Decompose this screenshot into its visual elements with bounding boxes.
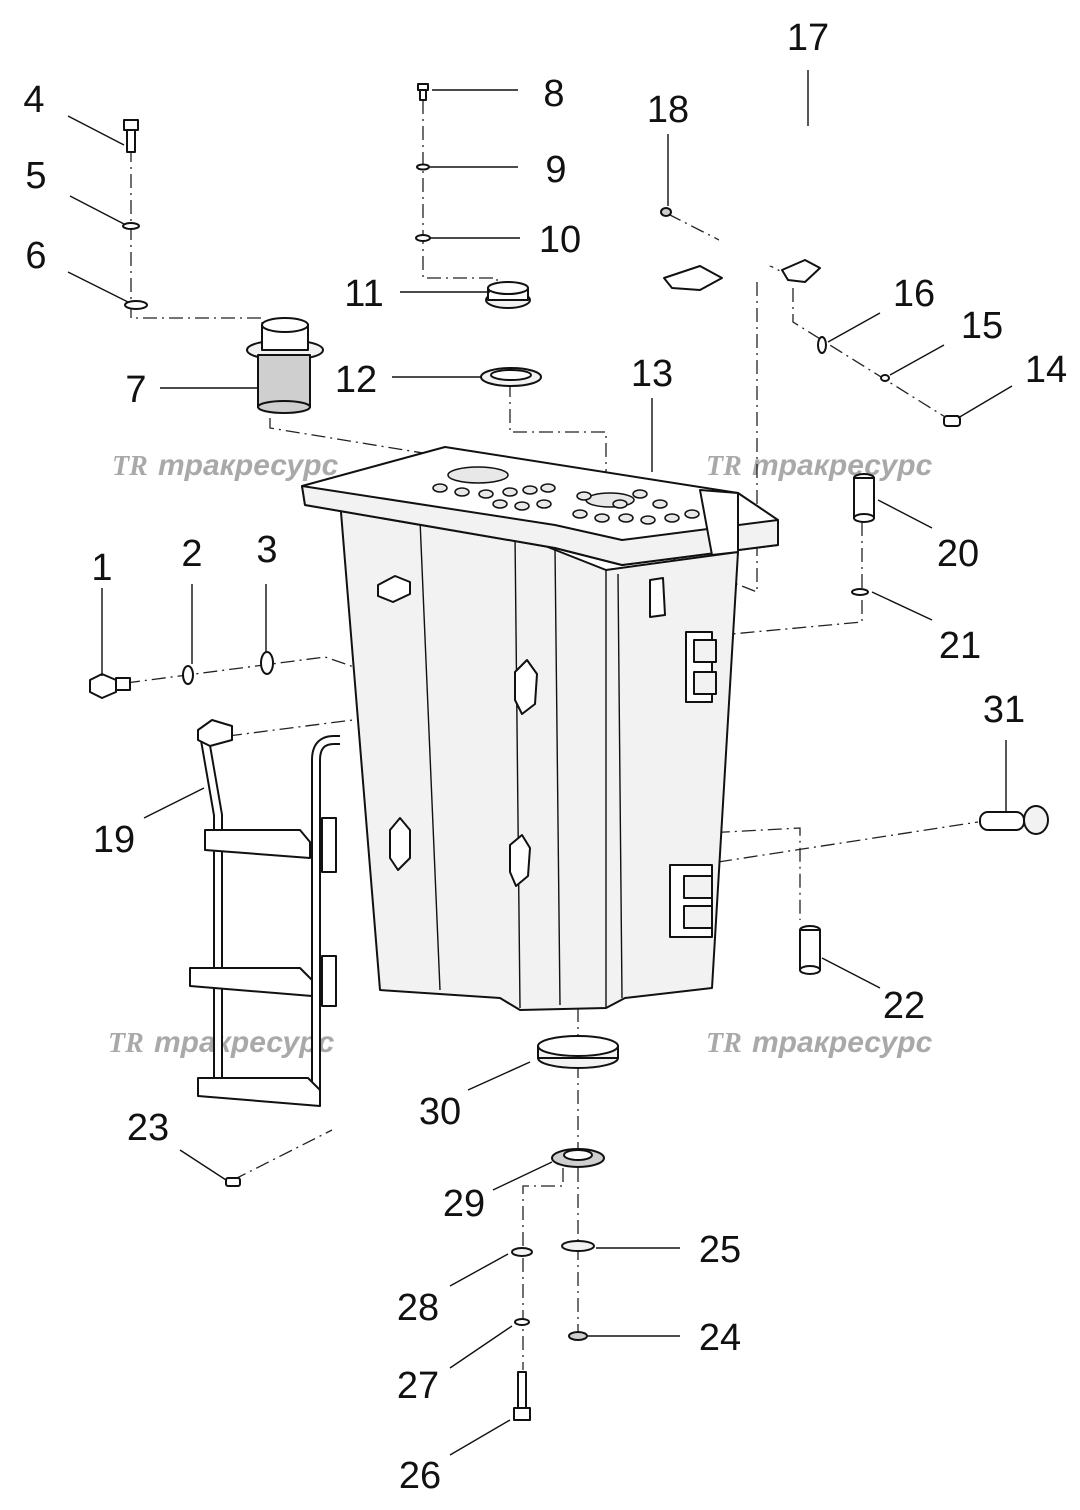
watermark-logo: TR xyxy=(112,451,148,482)
washer-part-3 xyxy=(260,651,274,675)
sleeve-part-22 xyxy=(799,925,821,975)
ring-part-12 xyxy=(480,367,542,387)
callout-5: 5 xyxy=(25,155,46,197)
callout-1: 1 xyxy=(91,547,112,589)
tank-vent-holes xyxy=(432,483,700,525)
washer-part-15 xyxy=(880,374,890,382)
callout-8: 8 xyxy=(543,73,564,115)
callout-22: 22 xyxy=(883,985,925,1027)
washer-part-6 xyxy=(124,300,148,310)
flange-part-29 xyxy=(551,1148,605,1168)
seal-part-30 xyxy=(537,1035,619,1069)
callout-16: 16 xyxy=(893,273,935,315)
watermark-text: тракресурс xyxy=(752,449,933,482)
leader-lines xyxy=(67,70,1013,1456)
watermark-bottom-right: TR тракресурс xyxy=(706,1026,933,1059)
callout-23: 23 xyxy=(127,1107,169,1149)
washer-part-16 xyxy=(817,336,827,354)
callout-12: 12 xyxy=(335,359,377,401)
callout-13: 13 xyxy=(631,353,673,395)
watermark-logo: TR xyxy=(706,1028,742,1059)
callout-31: 31 xyxy=(983,689,1025,731)
callout-4: 4 xyxy=(23,79,44,121)
watermark-text: тракресурс xyxy=(158,449,339,482)
callout-19: 19 xyxy=(93,819,135,861)
washer-part-21 xyxy=(851,588,869,596)
cap-part-11 xyxy=(485,281,531,309)
callout-7: 7 xyxy=(125,369,146,411)
tank-mounting-pads xyxy=(377,575,666,887)
plug-part-31 xyxy=(979,805,1049,835)
callout-27: 27 xyxy=(397,1365,439,1407)
callout-9: 9 xyxy=(545,149,566,191)
watermark-bottom-left: TR тракресурс xyxy=(108,1026,335,1059)
bolt-part-4 xyxy=(123,119,139,153)
pin-part-20 xyxy=(853,473,875,523)
tank-hinge-lower xyxy=(669,864,713,938)
watermark-text: тракресурс xyxy=(752,1026,933,1059)
washer-part-9 xyxy=(416,163,430,171)
nut-part-24 xyxy=(568,1331,588,1341)
ring-part-25 xyxy=(561,1240,595,1252)
callout-17: 17 xyxy=(787,17,829,59)
callout-labels: 1 2 3 4 5 6 7 8 9 10 11 12 13 14 15 16 1… xyxy=(23,17,1067,1497)
watermark-text: тракресурс xyxy=(154,1026,335,1059)
screw-part-23 xyxy=(225,1177,241,1187)
callout-11: 11 xyxy=(344,273,383,315)
ladder-part-19 xyxy=(189,719,340,1107)
bolt-part-1 xyxy=(89,673,131,699)
callout-20: 20 xyxy=(937,533,979,575)
handle-part-17 xyxy=(663,129,821,291)
callout-2: 2 xyxy=(181,533,202,575)
washer-part-10 xyxy=(415,234,431,242)
watermark-logo: TR xyxy=(706,451,742,482)
callout-10: 10 xyxy=(539,219,581,261)
callout-15: 15 xyxy=(961,305,1003,347)
watermark-top-right: TR тракресурс xyxy=(706,449,933,482)
washer-part-27 xyxy=(514,1318,530,1326)
callout-6: 6 xyxy=(25,235,46,277)
callout-18: 18 xyxy=(647,89,689,131)
callout-28: 28 xyxy=(397,1287,439,1329)
washer-part-28 xyxy=(511,1247,533,1257)
callout-24: 24 xyxy=(699,1317,741,1359)
callout-26: 26 xyxy=(399,1455,441,1497)
callout-30: 30 xyxy=(419,1091,461,1133)
callout-14: 14 xyxy=(1025,349,1067,391)
bolt-part-14 xyxy=(943,415,961,427)
nut-part-18 xyxy=(660,207,672,217)
watermark-top-left: TR тракресурс xyxy=(112,449,339,482)
screw-part-8 xyxy=(417,83,429,101)
callout-29: 29 xyxy=(443,1183,485,1225)
bolt-part-26 xyxy=(513,1371,531,1421)
washer-part-5 xyxy=(122,222,140,230)
callout-25: 25 xyxy=(699,1229,741,1271)
washer-part-2 xyxy=(182,665,194,685)
callout-3: 3 xyxy=(256,529,277,571)
callout-21: 21 xyxy=(939,625,981,667)
fuel-tank xyxy=(301,446,779,1011)
watermark-logo: TR xyxy=(108,1028,144,1059)
filler-strainer-part-7 xyxy=(246,317,324,414)
tank-hinge-upper xyxy=(685,631,717,703)
